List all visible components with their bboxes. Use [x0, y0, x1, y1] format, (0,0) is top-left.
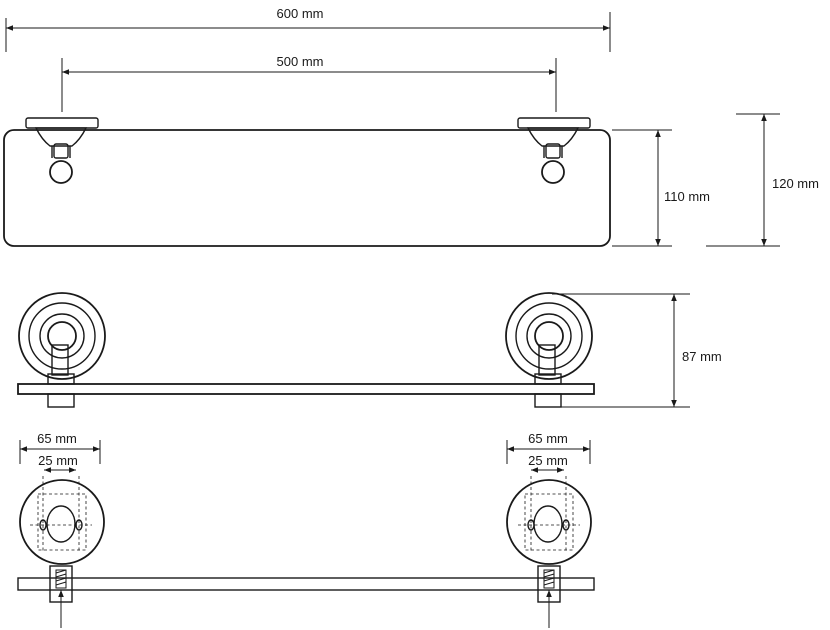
shelf-glass-front	[17, 383, 595, 395]
left-bracket-top	[25, 117, 99, 184]
left-hole-spacing-label: 25 mm	[38, 453, 78, 468]
left-mounting-plate	[19, 476, 105, 565]
total-depth-label: 120 mm	[772, 176, 819, 191]
dimension-left-rosette: 65 mm 25 mm	[19, 431, 101, 473]
left-rosette-diameter-label: 65 mm	[37, 431, 77, 446]
dimension-overall-width: 600 mm	[5, 6, 611, 52]
overall-width-label: 600 mm	[277, 6, 324, 21]
front-view: 87 mm	[17, 292, 722, 408]
mounting-view: 65 mm 25 mm 65 mm 25 mm	[17, 431, 595, 628]
right-rosette-diameter-label: 65 mm	[528, 431, 568, 446]
right-set-screw	[537, 565, 561, 628]
height-label: 87 mm	[682, 349, 722, 364]
right-hole-spacing-label: 25 mm	[528, 453, 568, 468]
right-bracket-top	[517, 117, 591, 184]
shelf-glass-top	[3, 129, 611, 247]
shelf-depth-label: 110 mm	[664, 189, 710, 204]
dimension-right-rosette: 65 mm 25 mm	[506, 431, 591, 473]
left-rosette-front	[18, 292, 106, 408]
top-view: 600 mm 500 mm	[3, 6, 819, 247]
left-set-screw	[49, 565, 73, 628]
dimension-bracket-spacing: 500 mm	[61, 54, 557, 112]
bracket-spacing-label: 500 mm	[277, 54, 324, 69]
right-mounting-plate	[506, 476, 592, 565]
dimension-height: 87 mm	[552, 293, 722, 408]
right-rosette-front	[505, 292, 593, 408]
shelf-glass-bottom	[17, 577, 595, 591]
dimension-total-depth: 120 mm	[706, 113, 819, 247]
dimension-shelf-depth: 110 mm	[612, 129, 710, 247]
